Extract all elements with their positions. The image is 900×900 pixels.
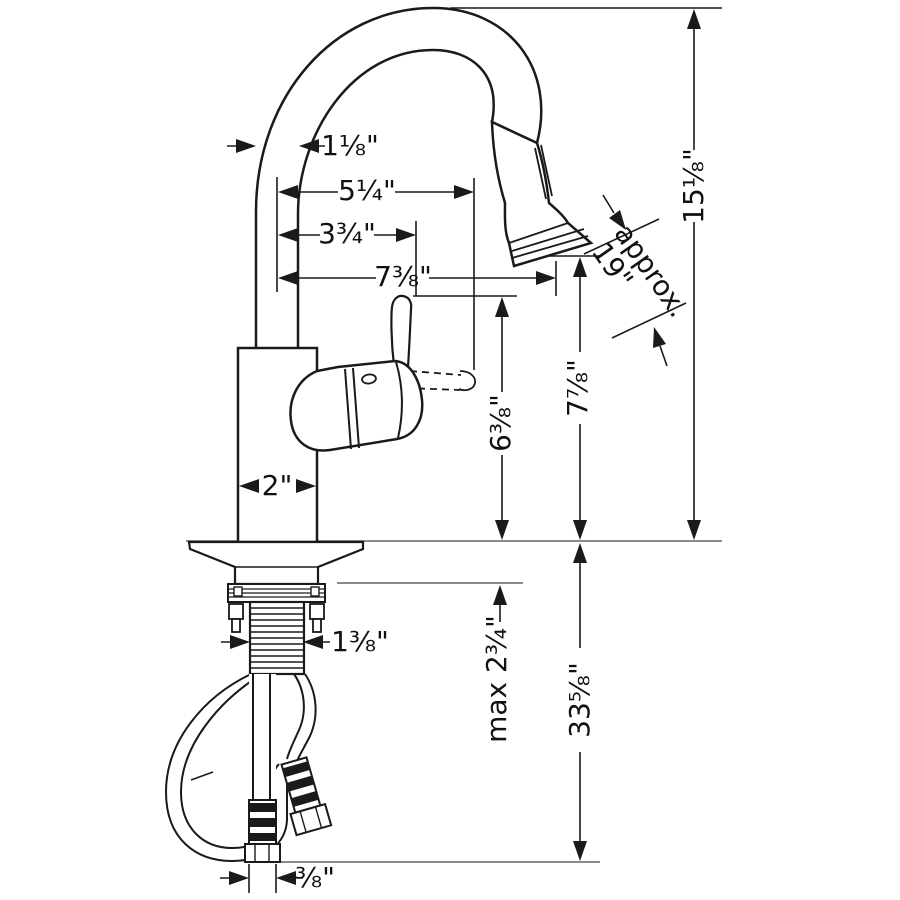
threaded-shank xyxy=(248,600,306,676)
supply-hoses xyxy=(164,673,317,863)
supply-connector-angled xyxy=(280,756,333,837)
dimension-lines xyxy=(220,7,722,893)
dim-label-spout-tube-width: 1⅛" xyxy=(321,129,379,162)
dim-label-hose-length: 33⅝" xyxy=(563,662,596,738)
mounting-bolts xyxy=(228,603,325,633)
dim-label-spray-height: 7⅞" xyxy=(561,359,594,417)
dim-label-spray-reach: 7⅜" xyxy=(374,260,432,293)
arrowheads xyxy=(229,9,701,885)
dim-label-handle-reach: 3¾" xyxy=(318,217,376,250)
supply-connector-straight xyxy=(244,799,281,863)
faucet-body xyxy=(164,6,594,863)
spout-arch xyxy=(254,6,543,352)
handle-swing-range xyxy=(405,370,476,392)
spray-head xyxy=(490,120,594,268)
escutcheon xyxy=(187,540,365,586)
mounting-nut xyxy=(227,583,326,603)
dim-label-shank-diameter: 1⅜" xyxy=(331,625,389,658)
dim-label-handle-tip-reach: 5¼" xyxy=(338,174,396,207)
dim-label-handle-height: 6⅜" xyxy=(484,394,517,452)
handle-lever xyxy=(390,294,413,369)
dim-label-base-diameter: 2" xyxy=(261,469,293,502)
dim-label-max-deck-thickness: max 2¾" xyxy=(480,615,513,743)
dim-label-overall-height: 15⅛" xyxy=(677,148,710,224)
dim-label-supply-size: ⅜" xyxy=(294,861,336,894)
